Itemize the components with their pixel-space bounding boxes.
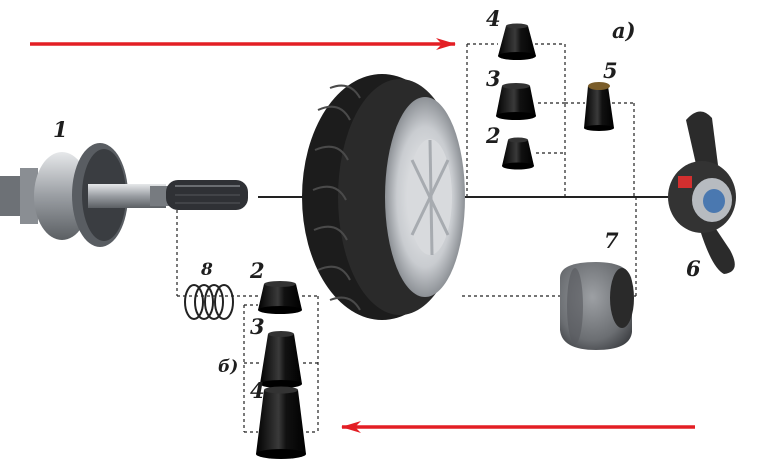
wing-nut: [668, 111, 736, 274]
label-wing-nut: 6: [686, 256, 701, 281]
label-shaft: 1: [53, 117, 68, 142]
label-centering-ring: 5: [603, 58, 618, 83]
cone-small-bottom: [258, 281, 302, 314]
label-cone-medium-top: 3: [486, 66, 501, 91]
label-variant-b: б): [218, 357, 238, 377]
spring: [184, 284, 234, 320]
label-cone-small-top: 2: [485, 123, 501, 148]
label-cone-medium-bottom: 3: [250, 314, 265, 339]
centering-ring: [584, 82, 614, 131]
label-cone-small-bottom: 2: [249, 258, 265, 283]
cone-medium-top: [496, 83, 536, 120]
label-variant-a: а): [612, 18, 636, 43]
cone-large-bottom: [256, 386, 306, 459]
cone-small-top: [502, 137, 534, 170]
label-cone-large-top: 4: [486, 6, 501, 31]
cone-medium-bottom: [260, 331, 302, 388]
label-pressure-cup: 7: [604, 228, 619, 253]
tire: [302, 74, 465, 320]
connector-lines: [176, 43, 668, 433]
pressure-cup: [560, 262, 634, 350]
cone-large-top: [498, 23, 536, 60]
balancer-shaft: [0, 143, 248, 247]
label-cone-large-bottom: 4: [250, 378, 265, 403]
label-spring: 8: [200, 260, 213, 280]
